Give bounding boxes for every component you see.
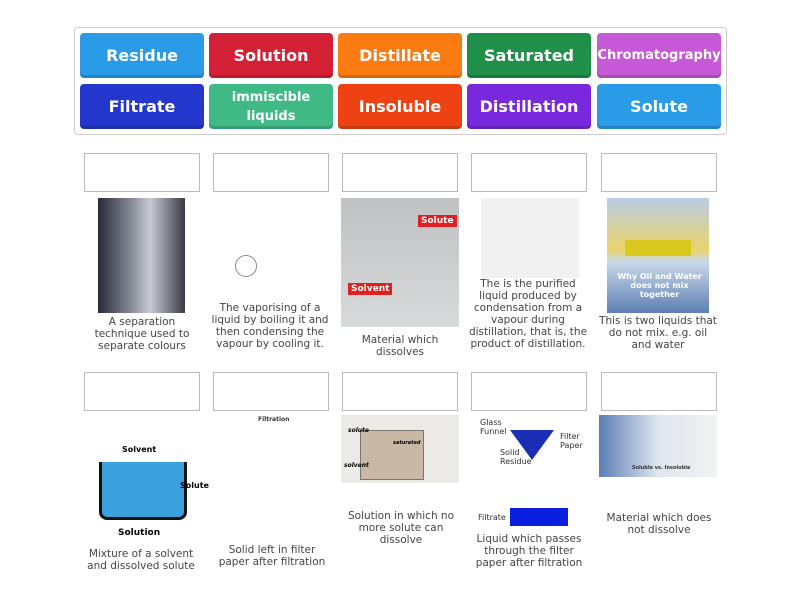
image-label: Solvent xyxy=(122,445,157,454)
image-label: solute xyxy=(348,427,369,434)
card-caption: Solution in which no more solute can dis… xyxy=(347,510,455,546)
filtration-diagram xyxy=(213,415,330,543)
distillation-flask xyxy=(235,255,257,277)
card-caption: Material which dissolves xyxy=(361,334,439,358)
image-label: Solvent xyxy=(348,283,393,295)
answer-tile[interactable]: Distillate xyxy=(338,33,462,78)
answer-tile[interactable]: Saturated xyxy=(467,33,591,78)
card-caption: Mixture of a solvent and dissolved solut… xyxy=(87,548,195,572)
drop-zone[interactable] xyxy=(601,153,717,192)
beaker-liquid xyxy=(99,462,187,520)
drop-zone[interactable] xyxy=(342,153,458,192)
word-bank xyxy=(74,27,727,135)
drop-zone[interactable] xyxy=(342,372,458,411)
answer-tile[interactable]: immiscible liquids xyxy=(209,84,333,129)
card-caption: Solid left in filter paper after filtrat… xyxy=(218,544,326,568)
image-label: Solution xyxy=(118,528,161,538)
image-label: Why Oil and Water does not mix together xyxy=(617,272,702,299)
card-caption: The is the purified liquid produced by c… xyxy=(468,278,588,350)
filtrate-blue xyxy=(510,508,568,526)
answer-tile[interactable]: Filtrate xyxy=(80,84,204,129)
distillation-apparatus-photo xyxy=(481,198,579,278)
image-label: Solid Residue xyxy=(500,448,532,466)
distillation-diagram xyxy=(215,198,325,300)
chromatography-image xyxy=(98,198,185,313)
card-caption: Liquid which passes through the filter p… xyxy=(475,533,583,569)
image-label: Solute xyxy=(418,215,457,227)
drop-zone[interactable] xyxy=(213,153,329,192)
card-caption: The vaporising of a liquid by boiling it… xyxy=(211,302,329,350)
image-label: Solute xyxy=(180,481,209,490)
image-label: saturated xyxy=(393,440,421,446)
image-label: Filtrate xyxy=(478,513,506,522)
image-label: Filter Paper xyxy=(560,432,583,450)
image-label: Glass Funnel xyxy=(480,418,507,436)
answer-tile[interactable]: Residue xyxy=(80,33,204,78)
card-caption: Material which does not dissolve xyxy=(606,512,712,536)
oil-layer xyxy=(625,240,691,256)
answer-tile[interactable]: Insoluble xyxy=(338,84,462,129)
beaker-saturated xyxy=(360,430,424,480)
soluble-insoluble-image xyxy=(599,415,717,477)
card-caption: A separation technique used to separate … xyxy=(94,316,190,352)
drop-zone[interactable] xyxy=(213,372,329,411)
drop-zone[interactable] xyxy=(601,372,717,411)
answer-tile[interactable]: Solute xyxy=(597,84,721,129)
funnel-blue xyxy=(510,430,554,460)
card-caption: This is two liquids that do not mix. e.g… xyxy=(599,315,717,351)
image-label: solvent xyxy=(344,462,369,469)
answer-tile[interactable]: Solution xyxy=(209,33,333,78)
drop-zone[interactable] xyxy=(84,372,200,411)
image-label: Filtration xyxy=(258,416,290,423)
answer-tile[interactable]: Distillation xyxy=(467,84,591,129)
answer-tile[interactable]: Chromatography xyxy=(597,33,721,78)
drop-zone[interactable] xyxy=(471,372,587,411)
drop-zone[interactable] xyxy=(471,153,587,192)
image-label: Soluble vs. Insoluble xyxy=(632,465,691,471)
drop-zone[interactable] xyxy=(84,153,200,192)
